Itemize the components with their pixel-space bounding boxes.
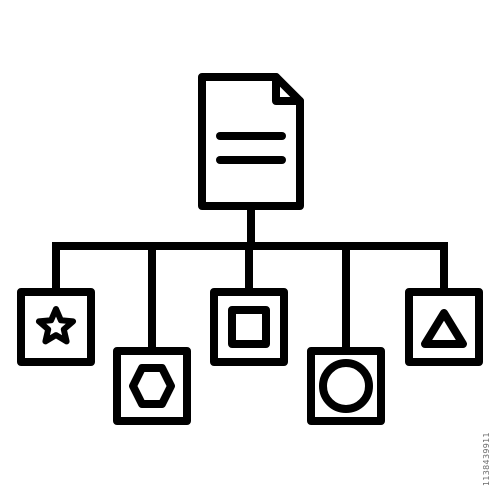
star-node-box [17,288,95,366]
circle-icon [319,359,373,413]
star-icon [35,306,77,345]
hierarchy-connectors [52,206,448,351]
hexagon-node-box [113,347,191,425]
document-icon [198,73,304,210]
square-node-box [210,288,288,366]
triangle-icon [421,309,467,348]
triangle-node-box [405,288,483,366]
hexagon-icon [129,364,175,408]
square-icon [228,306,270,348]
circle-node-box [307,347,385,425]
